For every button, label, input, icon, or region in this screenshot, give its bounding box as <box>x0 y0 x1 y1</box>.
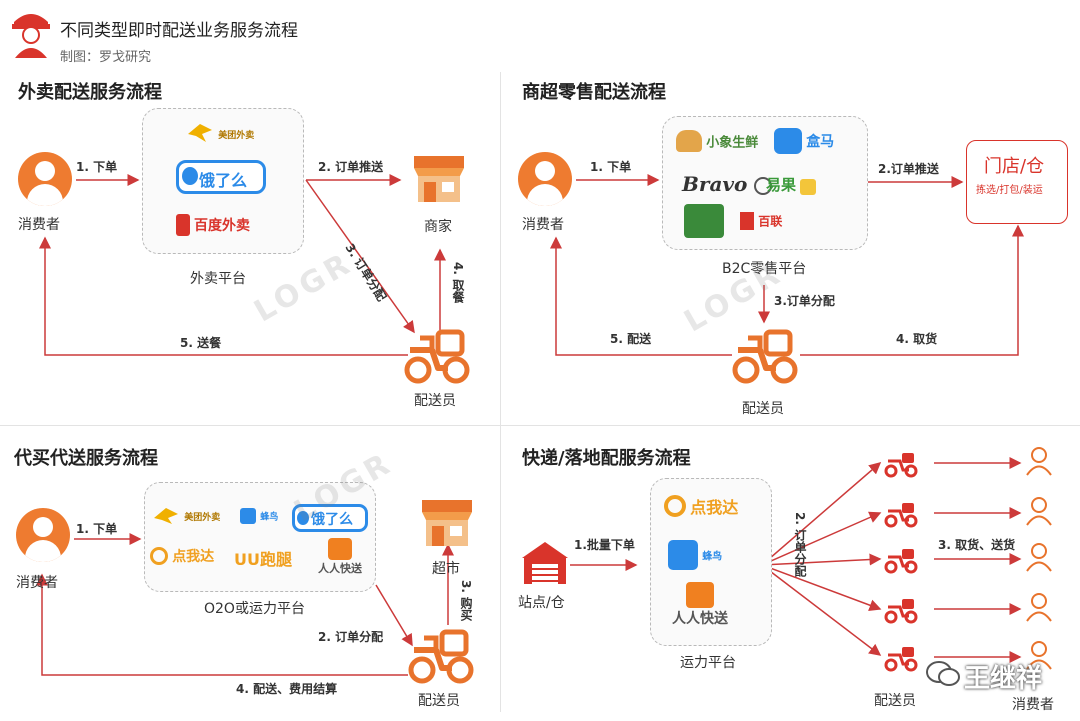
renren-kuaisong-logo: 人人快送 <box>672 582 728 628</box>
meituan-logo: 美团外卖 <box>186 122 254 147</box>
retail-step-1: 1. 下单 <box>590 160 632 174</box>
courier-icon <box>404 328 470 388</box>
fengniao-logo: 蜂鸟 <box>668 540 722 570</box>
eleme-logo: 饿了么 <box>176 160 266 194</box>
takeout-step-5: 5. 送餐 <box>180 336 222 350</box>
consumer-outline-icon <box>1026 542 1052 576</box>
takeout-merchant-label: 商家 <box>424 219 452 235</box>
takeout-title: 外卖配送服务流程 <box>18 82 162 103</box>
consumer-outline-icon <box>1026 496 1052 530</box>
errand-step-2: 2. 订单分配 <box>318 630 384 644</box>
meituan-logo: 美团外卖 <box>152 506 220 529</box>
divider-vertical <box>500 72 501 712</box>
uu-paotui-logo: UU跑腿 <box>234 550 292 569</box>
yiguo-logo: 易果 <box>766 174 817 195</box>
courier-scooter-icon <box>884 596 918 628</box>
warehouse-icon <box>520 540 570 590</box>
express-courier-label: 配送员 <box>874 693 916 709</box>
bravo-logo: Bravo <box>682 172 773 196</box>
express-step-2: 2. 订单分配 <box>793 512 807 578</box>
retail-step-4: 4. 取货 <box>896 332 938 346</box>
hema-logo: 盒马 <box>774 128 834 154</box>
courier-scooter-icon <box>884 644 918 676</box>
errand-supermarket-label: 超市 <box>432 561 460 577</box>
takeout-consumer-label: 消费者 <box>18 217 60 233</box>
dianwoda-logo: 点我达 <box>664 494 738 518</box>
author-watermark: 王继祥 <box>964 664 1043 694</box>
retail-step-3: 3.订单分配 <box>774 294 835 308</box>
express-platform-label: 运力平台 <box>680 655 736 671</box>
dianwoda-logo: 点我达 <box>150 546 214 566</box>
retail-store-sub: 拣选/打包/装运 <box>976 185 1043 196</box>
errand-platform-box <box>144 482 376 592</box>
yonghui-logo: 永辉 <box>684 204 724 241</box>
retail-arrows <box>550 174 1024 356</box>
errand-step-1: 1. 下单 <box>76 522 118 536</box>
courier-scooter-icon <box>884 450 918 482</box>
xiaoxiang-logo: 小象生鲜 <box>676 130 758 152</box>
page-subtitle: 制图：罗戈研究 <box>60 50 152 65</box>
retail-store-box <box>966 140 1068 224</box>
takeout-courier-label: 配送员 <box>414 393 456 409</box>
takeout-platform-label: 外卖平台 <box>190 271 246 287</box>
errand-arrows <box>36 533 454 676</box>
courier-scooter-icon <box>884 546 918 578</box>
bailian-logo: 百联 <box>740 212 782 230</box>
retail-consumer-label: 消费者 <box>522 217 564 233</box>
takeout-arrows <box>39 174 446 356</box>
takeout-step-4: 4. 取餐 <box>451 262 465 304</box>
express-title: 快递/落地配服务流程 <box>522 448 691 469</box>
courier-icon <box>408 628 474 688</box>
retail-title: 商超零售配送流程 <box>522 82 666 103</box>
header-logo <box>10 8 52 60</box>
eleme-logo: 饿了么 <box>292 504 368 532</box>
express-consumer-label: 消费者 <box>1012 697 1054 713</box>
retail-platform-label: B2C零售平台 <box>722 261 807 277</box>
errand-consumer-label: 消费者 <box>16 575 58 591</box>
express-step-3: 3. 取货、送货 <box>938 538 1016 552</box>
express-arrows <box>570 457 1022 663</box>
express-step-1: 1.批量下单 <box>574 538 635 552</box>
supermarket-icon <box>420 496 474 552</box>
consumer-icon <box>518 152 572 206</box>
fengniao-logo: 蜂鸟 <box>240 508 278 524</box>
errand-step-3: 3. 购买 <box>459 580 473 622</box>
consumer-icon <box>18 152 72 206</box>
baidu-waimai-logo: 百度外卖 <box>176 212 258 240</box>
courier-icon <box>732 328 798 388</box>
retail-store-label: 门店/仓 <box>984 156 1045 177</box>
errand-courier-label: 配送员 <box>418 693 460 709</box>
takeout-step-1: 1. 下单 <box>76 160 118 174</box>
errand-title: 代买代送服务流程 <box>14 448 158 469</box>
consumer-outline-icon <box>1026 640 1052 674</box>
page-title: 不同类型即时配送业务服务流程 <box>60 21 298 41</box>
wechat-icon <box>926 660 960 692</box>
merchant-icon <box>412 152 466 208</box>
errand-platform-label: O2O或运力平台 <box>204 601 305 617</box>
errand-step-4: 4. 配送、费用结算 <box>236 682 338 696</box>
consumer-outline-icon <box>1026 592 1052 626</box>
consumer-icon <box>16 508 70 562</box>
courier-scooter-icon <box>884 500 918 532</box>
renren-kuaisong-logo: 人人快送 <box>318 538 362 576</box>
express-station-label: 站点/仓 <box>518 595 565 611</box>
retail-step-2: 2.订单推送 <box>878 162 939 176</box>
retail-courier-label: 配送员 <box>742 401 784 417</box>
divider-horizontal <box>0 425 1080 426</box>
retail-step-5: 5. 配送 <box>610 332 652 346</box>
consumer-outline-icon <box>1026 446 1052 480</box>
takeout-step-2: 2. 订单推送 <box>318 160 384 174</box>
